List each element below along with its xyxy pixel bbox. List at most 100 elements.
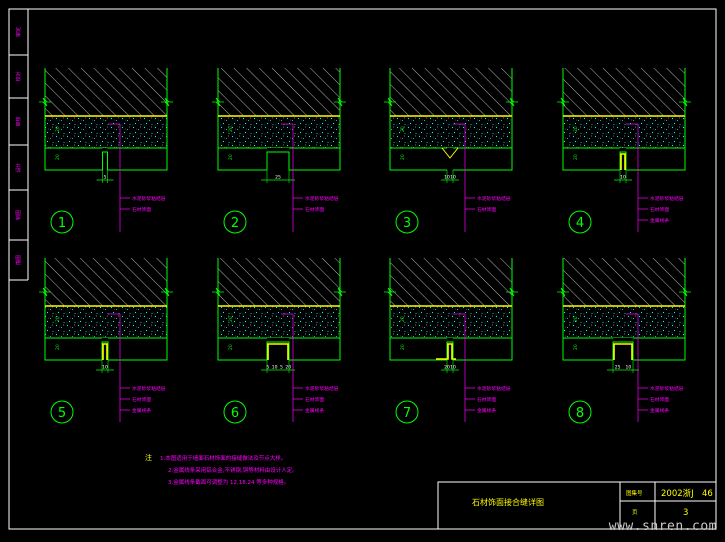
mortar-bond-layer [563, 306, 685, 338]
layer-thickness-label: 20 [573, 344, 579, 350]
joint-outline [612, 341, 634, 360]
notes-prefix: 注 [145, 453, 152, 462]
break-mark [39, 97, 51, 107]
joint-outline [101, 341, 109, 360]
mortar-bond-layer [563, 116, 685, 148]
break-mark [212, 97, 224, 107]
dimension-value: 10 [450, 175, 456, 181]
dimension-value: 25 [615, 365, 621, 371]
v-joint [441, 147, 459, 159]
detail-number-circle [395, 400, 419, 424]
callout-label: 石材饰面 [477, 206, 496, 213]
note-line-1: 1.本图适用于墙面石材饰面的接缝做法及节点大样。 [160, 454, 286, 462]
layer-thickness-label: 20 [55, 126, 61, 132]
break-mark [506, 97, 518, 107]
break-mark [506, 287, 518, 297]
detail-number: 4 [576, 216, 584, 231]
callout-label: 金属线条 [305, 407, 324, 414]
break-mark [557, 97, 569, 107]
callout-label: 石材饰面 [132, 206, 151, 213]
strip-label: 设计 [15, 162, 22, 172]
break-mark [557, 287, 569, 297]
detail-number-circle [568, 400, 592, 424]
callout-label: 水泥砂浆粘结层 [305, 385, 339, 392]
strip-label: 校对 [15, 71, 22, 81]
layer-thickness-label: 20 [55, 316, 61, 322]
sheet-border [8, 8, 717, 530]
mortar-bond-layer [218, 116, 340, 148]
watermark: www.snren.com [608, 519, 717, 534]
mortar-bond-layer [390, 116, 512, 148]
break-mark [679, 287, 691, 297]
joint-gap [102, 148, 108, 171]
joint-gap [267, 338, 289, 361]
layer-thickness-label: 20 [228, 126, 234, 132]
metal-strip [620, 153, 626, 170]
strip-label: 审定 [15, 27, 22, 37]
note-line-2: 2.金属线条采用铝合金,不锈钢,铜等材料由设计人定。 [168, 466, 298, 474]
break-mark [334, 97, 346, 107]
dimension-value: 10 [450, 365, 456, 371]
layer-thickness-label: 20 [400, 344, 406, 350]
drawing-title: 石材饰面接合缝详图 [472, 497, 544, 507]
callout-label: 水泥砂浆粘结层 [477, 385, 511, 392]
mortar-bond-layer [218, 306, 340, 338]
dimension-value: 10 [620, 175, 626, 181]
break-mark [39, 287, 51, 297]
metal-strip [436, 343, 456, 360]
dimension-value: 20 [285, 365, 291, 371]
concrete-wall [563, 68, 685, 116]
detail-number-circle [568, 210, 592, 234]
callout-label: 金属线条 [650, 217, 669, 224]
concrete-wall [218, 68, 340, 116]
callout-label: 石材饰面 [477, 396, 496, 403]
break-mark [384, 97, 396, 107]
break-mark [384, 287, 396, 297]
dimension-value: 5 [104, 175, 107, 181]
strip-label: 制图 [15, 210, 22, 220]
concrete-wall [390, 68, 512, 116]
joint-outline [102, 151, 108, 170]
callout-label: 水泥砂浆粘结层 [132, 385, 166, 392]
callout-label: 水泥砂浆粘结层 [650, 385, 684, 392]
dimension-value: 10 [444, 175, 450, 181]
callout-label: 水泥砂浆粘结层 [650, 195, 684, 202]
dimension-value: 10 [102, 365, 108, 371]
detail-number-circle [223, 400, 247, 424]
detail-number: 2 [231, 216, 239, 231]
joint-gap [620, 148, 626, 171]
detail-number: 7 [403, 406, 411, 421]
break-mark [161, 97, 173, 107]
dimension-value: 5 [266, 365, 269, 371]
note-line-3: 3.金属线条截面可调整为 12,18,24 等多种规格。 [168, 478, 289, 486]
atlas-page: 46 [702, 489, 713, 499]
detail-number-circle [395, 210, 419, 234]
joint-gap [102, 338, 108, 361]
mortar-bond-layer [390, 306, 512, 338]
layer-thickness-label: 20 [55, 344, 61, 350]
page-number: 3 [683, 508, 688, 518]
atlas-label: 图集号 [626, 489, 643, 497]
detail-number-circle [223, 210, 247, 234]
dimension-value: 20 [444, 365, 450, 371]
joint-outline [266, 151, 290, 170]
callout-label: 水泥砂浆粘结层 [305, 195, 339, 202]
detail-number-circle [50, 210, 74, 234]
break-mark [161, 287, 173, 297]
concrete-wall [45, 68, 167, 116]
callout-label: 金属线条 [132, 407, 151, 414]
metal-strip [613, 343, 633, 360]
joint-outline [446, 341, 454, 360]
detail-number: 6 [231, 406, 239, 421]
layer-thickness-label: 20 [228, 154, 234, 160]
dimension-value: 25 [275, 175, 281, 181]
